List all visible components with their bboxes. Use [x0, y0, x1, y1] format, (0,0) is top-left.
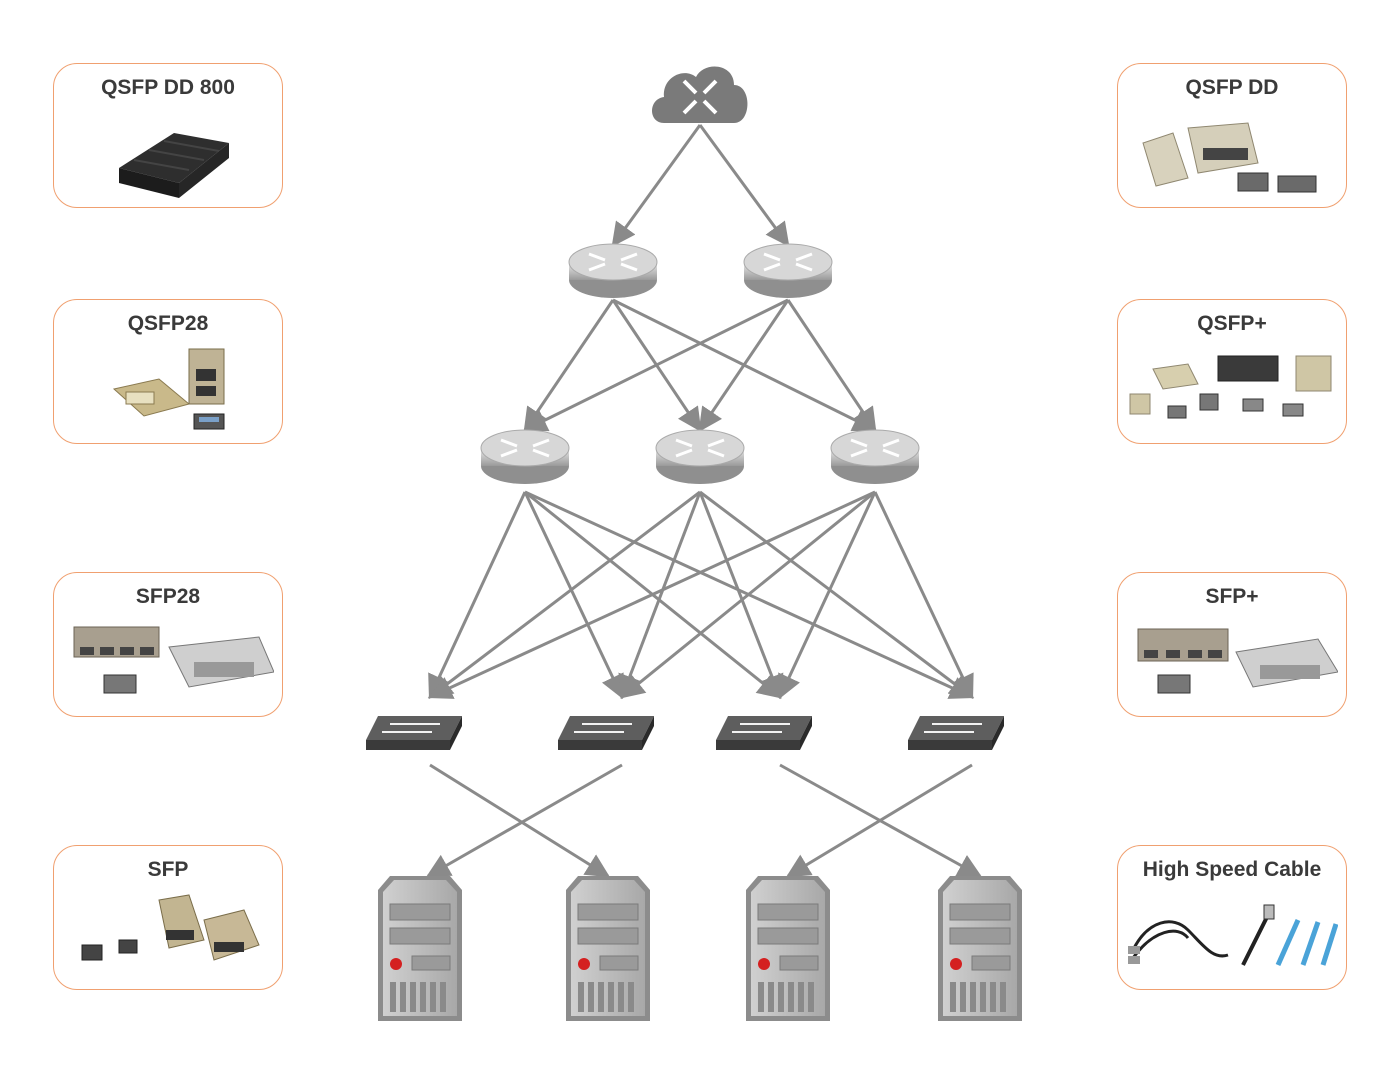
agg-1-router-icon [479, 428, 571, 486]
sw-1-switch-icon [365, 715, 463, 751]
card-title: QSFP28 [127, 312, 209, 335]
agg-3-router-icon [829, 428, 921, 486]
link-agg-2-to-sw-3 [698, 491, 784, 700]
product-card-qsfp-dd-800: QSFP DD 800 [53, 63, 283, 208]
sw-2-switch-icon [557, 715, 655, 751]
link-agg-3-to-sw-3 [778, 491, 877, 700]
link-agg-3-to-sw-4 [873, 491, 974, 700]
core-1-router-icon [567, 242, 659, 300]
product-card-qsfp-dd: QSFP DD [1117, 63, 1347, 208]
product-card-sfp28: SFP28 [53, 572, 283, 717]
link-sw-1-to-srv-2 [429, 763, 611, 878]
card-title: QSFP+ [1197, 312, 1267, 335]
nodes [365, 66, 1023, 1022]
card-title: SFP28 [135, 585, 201, 608]
srv-3-server-icon [745, 875, 831, 1022]
qsfp-plus-cages-image [1129, 355, 1332, 419]
product-card-sfp-plus: SFP+ [1117, 572, 1347, 717]
link-agg-3-to-sw-2 [620, 490, 876, 699]
agg-2-router-icon [654, 428, 746, 486]
product-card-qsfp28: QSFP28 [53, 299, 283, 444]
link-cloud-to-core-1 [611, 124, 702, 247]
link-core-1-to-agg-1 [523, 299, 615, 432]
link-agg-3-to-sw-1 [427, 490, 876, 699]
sfp-plus-cages-image [1137, 628, 1338, 694]
link-core-2-to-agg-2 [698, 299, 790, 432]
link-agg-2-to-sw-2 [618, 491, 702, 700]
srv-4-server-icon [937, 875, 1023, 1022]
cloud-cloud-router-icon [652, 66, 748, 123]
qsfp-dd-cages-image [1142, 122, 1317, 193]
link-agg-2-to-sw-1 [428, 490, 701, 699]
sw-4-switch-icon [907, 715, 1005, 751]
card-title: High Speed Cable [1142, 858, 1322, 881]
link-sw-2-to-srv-1 [425, 763, 623, 878]
product-card-qsfp-plus: QSFP+ [1117, 299, 1347, 444]
qsfp-dd-800-module-image [119, 133, 229, 198]
link-core-2-to-agg-1 [522, 298, 789, 432]
card-title: QSFP DD 800 [101, 76, 235, 99]
cable-assemblies-image [1128, 904, 1338, 967]
link-agg-1-to-sw-1 [428, 491, 527, 700]
srv-1-server-icon [377, 875, 463, 1022]
sfp-cages-image [81, 894, 260, 961]
qsfp28-cages-image [112, 348, 225, 430]
link-agg-2-to-sw-4 [699, 490, 974, 699]
links [425, 124, 983, 878]
card-title: SFP+ [1205, 585, 1259, 608]
link-core-2-to-agg-3 [786, 299, 877, 432]
sfp28-cages-image [73, 626, 274, 694]
link-cloud-to-core-2 [698, 124, 790, 247]
product-card-sfp: SFP [53, 845, 283, 990]
sw-3-switch-icon [715, 715, 813, 751]
card-title: QSFP DD [1185, 76, 1279, 99]
link-agg-1-to-sw-2 [523, 491, 624, 700]
core-2-router-icon [742, 242, 834, 300]
product-card-high-speed-cable: High Speed Cable [1117, 845, 1347, 990]
link-sw-4-to-srv-3 [785, 763, 973, 878]
card-title: SFP [147, 858, 189, 881]
srv-2-server-icon [565, 875, 651, 1022]
